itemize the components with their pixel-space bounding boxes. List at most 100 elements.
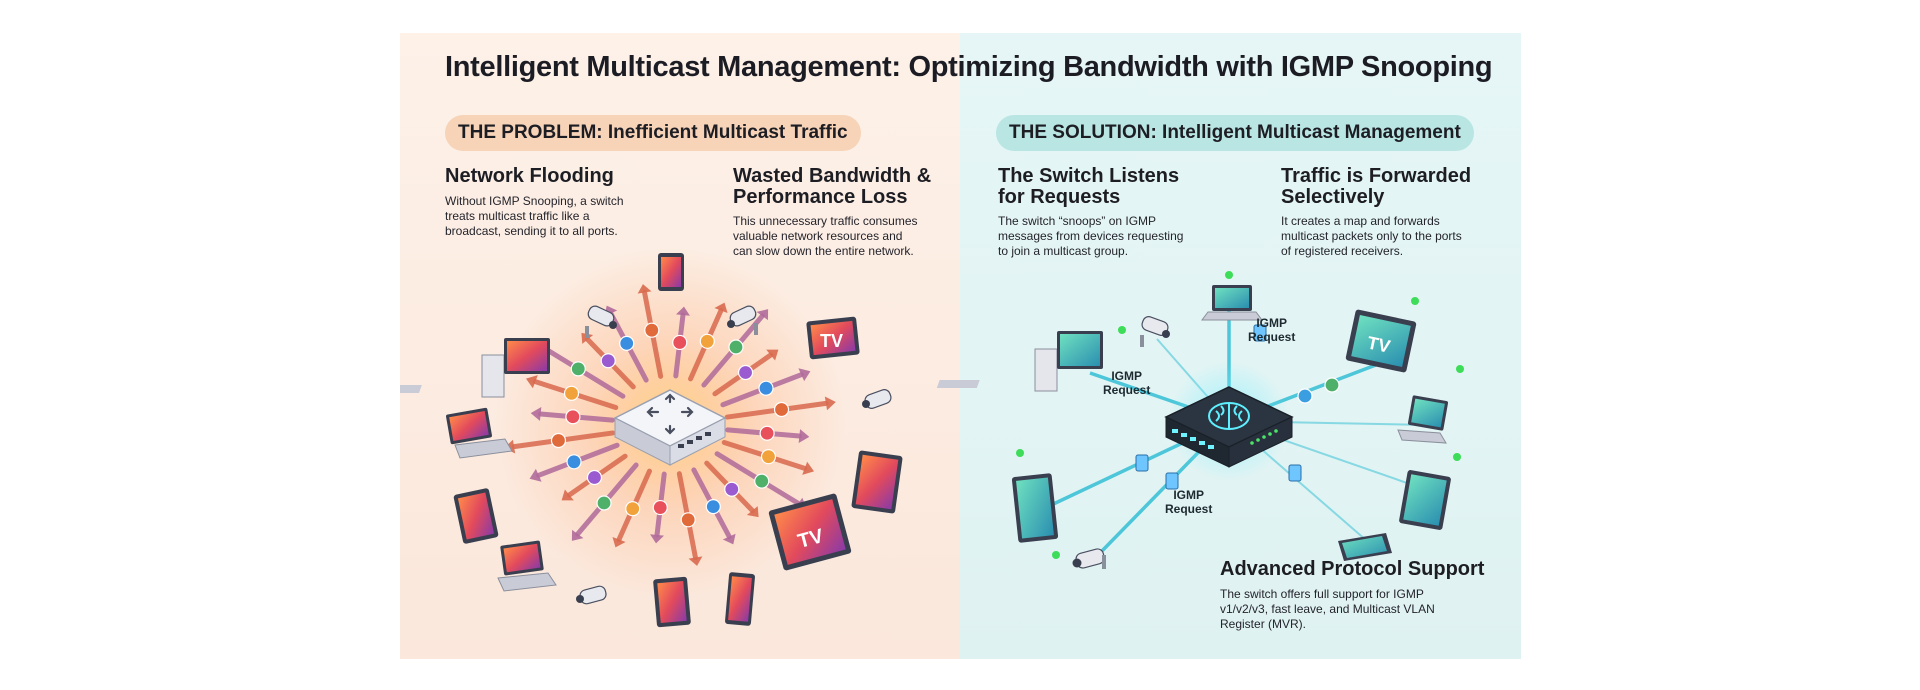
listens-text: The switch “snoops” on IGMP messages fro… [998,214,1183,259]
flood-arrowhead [798,368,811,382]
flood-arrowhead [798,429,810,443]
wasted-line: can slow down the entire network. [733,244,914,258]
tablet-icon [725,572,755,626]
multicast-packet [596,495,612,511]
multicast-packet [728,339,744,355]
igmp-request-label: IGMP Request [1248,316,1295,344]
wasted-heading-line: Wasted Bandwidth & [733,165,932,187]
wasted-line: This unnecessary traffic consumes [733,214,918,228]
flood-arrowhead [688,556,703,566]
flood-arrowhead [561,489,574,501]
wasted-heading: Wasted Bandwidth & Performance Loss [733,166,931,208]
active-receiver-leds [1016,271,1464,559]
flood-arrowhead [722,533,736,545]
security-camera-icon [576,585,607,605]
flood-arrowhead [571,529,584,541]
flood-arrowhead [756,309,769,321]
tv-icon: TV [1345,309,1417,373]
multicast-packet [566,454,582,470]
forwarded-line: multicast packets only to the ports [1281,229,1462,243]
igmp-snooping-switch-icon [1164,386,1294,468]
advanced-heading: Advanced Protocol Support [1220,558,1485,580]
flood-arrowhead [637,284,652,294]
multicast-packets [550,322,790,528]
flood-arrowhead [824,396,836,411]
multicast-packet [773,401,790,418]
igmp-message-packet [1288,464,1302,482]
flood-arrowhead [581,332,594,344]
wasted-text: This unnecessary traffic consumes valuab… [733,214,918,259]
security-camera-icon [1072,548,1106,569]
forwarded-text: It creates a map and forwards multicast … [1281,214,1462,259]
forwarded-heading: Traffic is Forwarded Selectively [1281,166,1471,208]
tablet-icon [1011,473,1059,543]
flooding-line: broadcast, sending it to all ports. [445,224,618,238]
listens-line: messages from devices requesting [998,229,1184,243]
multicast-packet [1297,388,1313,404]
multicast-packet [625,501,641,517]
multicast-packet [644,322,660,338]
brain-icon [1208,402,1250,430]
problem-pill: THE PROBLEM: Inefficient Multicast Traff… [445,115,861,151]
igmp-message-packet [1253,324,1267,342]
multicast-packet [754,473,770,489]
forwarded-line: of registered receivers. [1281,244,1404,258]
multicast-packet [563,385,580,401]
flood-arrowhead [802,461,815,475]
multicast-packet [570,361,586,377]
multicast-packet [652,499,668,516]
multicast-packet [619,335,635,352]
multicast-packet [672,334,688,351]
security-camera-icon [585,305,617,338]
multicast-packet [699,333,715,349]
igmp-request-label: IGMP Request [1165,488,1212,516]
desktop-computer-icon [936,331,1103,392]
wasted-line: valuable network resources and [733,229,903,243]
flooding-diagram: TV [400,248,903,628]
network-illustration: TV [400,248,1464,628]
multicast-packet [565,409,581,425]
multicast-packet [600,353,616,369]
snooping-diagram: TV [936,271,1464,569]
listens-heading-line: The Switch Listens [998,165,1180,187]
security-camera-icon [1140,316,1170,347]
igmp-request-label: IGMP Request [1103,369,1150,397]
wasted-heading-line: Performance Loss [733,186,908,208]
laptop-icon [446,407,513,459]
tv-icon: TV [806,316,860,360]
security-camera-icon [727,305,758,335]
igmp-request-line: IGMP [1173,488,1204,502]
tablet-icon [851,450,903,514]
flood-arrowhead [525,375,538,389]
infographic: Intelligent Multicast Management: Optimi… [400,33,1521,659]
page-title: Intelligent Multicast Management: Optimi… [445,51,1493,83]
tv-label: TV [1365,332,1392,356]
tablet-icon [653,576,691,628]
flooding-text: Without IGMP Snooping, a switch treats m… [445,194,624,239]
unmanaged-switch-icon [613,389,727,466]
advanced-line: Register (MVR). [1220,617,1307,631]
multicast-packet [760,449,777,465]
laptop-icon [497,540,557,592]
igmp-message-packet [1165,472,1179,490]
flooding-line: Without IGMP Snooping, a switch [445,194,624,208]
tablet-icon [1399,470,1451,530]
tablet-icon [658,253,684,291]
advanced-line: v1/v2/v3, fast leave, and Multicast VLAN [1220,602,1435,616]
forwarded-heading-line: Selectively [1281,186,1385,208]
multicast-packet [705,498,721,515]
igmp-message-packet [1135,454,1149,472]
multicast-packet [550,432,567,449]
laptop-icon [1397,395,1449,444]
multicast-packet [724,481,740,497]
tablet-icon [1338,533,1392,561]
flood-arrowhead [529,468,542,482]
flood-arrowhead [650,534,664,544]
tablet-icon [453,488,499,544]
flood-arrowhead [746,506,759,518]
multicast-packet [758,380,774,396]
flood-arrowhead [714,302,728,314]
listens-heading: The Switch Listens for Requests [998,166,1179,208]
listens-line: The switch “snoops” on IGMP [998,214,1157,228]
listens-line: to join a multicast group. [998,244,1129,258]
